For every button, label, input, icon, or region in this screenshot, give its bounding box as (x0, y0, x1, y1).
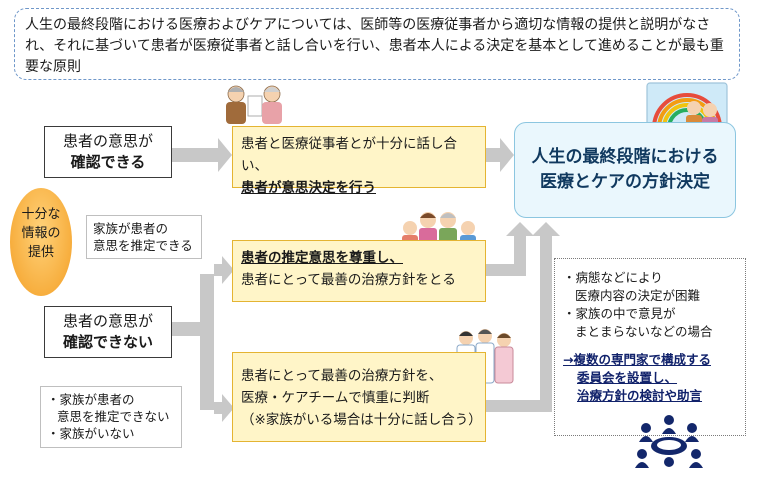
family-can-estimate-box: 家族が患者の 意思を推定できる (86, 215, 202, 259)
arrow-branch-to-box3 (214, 394, 234, 422)
box2-line1: 患者の推定意思を尊重し、 (241, 250, 403, 266)
box3-line2: 医療・ケアチームで慎重に判断 (241, 390, 430, 406)
can-confirm-line2: 確認できる (70, 153, 146, 171)
patient-cannot-confirm-box: 患者の意思が 確認できない (44, 306, 172, 358)
committee-action-line3: 治療方針の検討や助言 (577, 388, 703, 403)
committee-box: ・病態などにより 医療内容の決定が困難 ・家族の中で意見が まとまらないなどの場… (554, 258, 746, 436)
family-cannot-estimate-box: ・家族が患者の 意思を推定できない ・家族がいない (40, 386, 182, 448)
committee-line4: まとまらないなどの場合 (575, 324, 713, 339)
result-line2: 医療とケアの方針決定 (540, 172, 710, 192)
box1-line2: 患者が意思決定を行う (241, 180, 376, 196)
box3-line1: 患者にとって最善の治療方針を、 (241, 368, 443, 384)
arrow-box2-to-result (486, 222, 534, 276)
cannot-confirm-line1: 患者の意思が (62, 312, 153, 330)
decision-box-3: 患者にとって最善の治療方針を、 医療・ケアチームで慎重に判断 （※家族がいる場合… (232, 352, 486, 442)
family-cannot-line2: 意思を推定できない (57, 409, 170, 424)
oval-line2: 情報の (21, 226, 61, 241)
committee-meeting-icon (635, 415, 703, 468)
oval-line1: 十分な (21, 207, 61, 222)
box1-line1: 患者と医療従事者とが十分に話し合い、 (241, 136, 457, 174)
arrow-box3-to-committee (486, 222, 560, 412)
arrow-branch-to-box2 (214, 256, 234, 284)
result-line1: 人生の最終段階における (531, 147, 719, 167)
elderly-couple-illustration (226, 85, 282, 124)
family-cannot-line3: ・家族がいない (47, 426, 135, 441)
committee-action-line2: 委員会を設置し、 (577, 370, 678, 385)
committee-line3: ・家族の中で意見が (563, 306, 676, 321)
can-confirm-line1: 患者の意思が (62, 132, 153, 150)
arrow-box1-to-result (486, 138, 514, 172)
family-cannot-line1: ・家族が患者の (47, 392, 135, 407)
family-estimate-line1: 家族が患者の (93, 221, 169, 236)
principle-text: 人生の最終段階における医療およびケアについては、医師等の医療従事者から適切な情報… (25, 17, 724, 75)
arrow-confirm-to-box1 (172, 138, 232, 172)
oval-line3: 提供 (27, 245, 54, 260)
principle-box: 人生の最終段階における医療およびケアについては、医師等の医療従事者から適切な情報… (14, 8, 740, 80)
decision-box-1: 患者と医療従事者とが十分に話し合い、 患者が意思決定を行う (232, 126, 486, 196)
committee-line2: 医療内容の決定が困難 (575, 288, 701, 303)
committee-action-line1: →複数の専門家で構成する (563, 352, 711, 367)
patient-can-confirm-box: 患者の意思が 確認できる (44, 126, 172, 178)
final-decision-box: 人生の最終段階における 医療とケアの方針決定 (514, 122, 736, 218)
box2-line2: 患者にとって最善の治療方針をとる (241, 272, 456, 288)
family-estimate-line2: 意思を推定できる (93, 238, 193, 253)
decision-box-2: 患者の推定意思を尊重し、 患者にとって最善の治療方針をとる (232, 240, 486, 302)
committee-line1: ・病態などにより (563, 270, 663, 285)
info-provision-oval: 十分な 情報の 提供 (10, 188, 72, 296)
arrow-cannot-stem (172, 274, 214, 410)
cannot-confirm-line2: 確認できない (62, 333, 153, 351)
box3-line3: （※家族がいる場合は十分に話し合う） (241, 412, 482, 428)
